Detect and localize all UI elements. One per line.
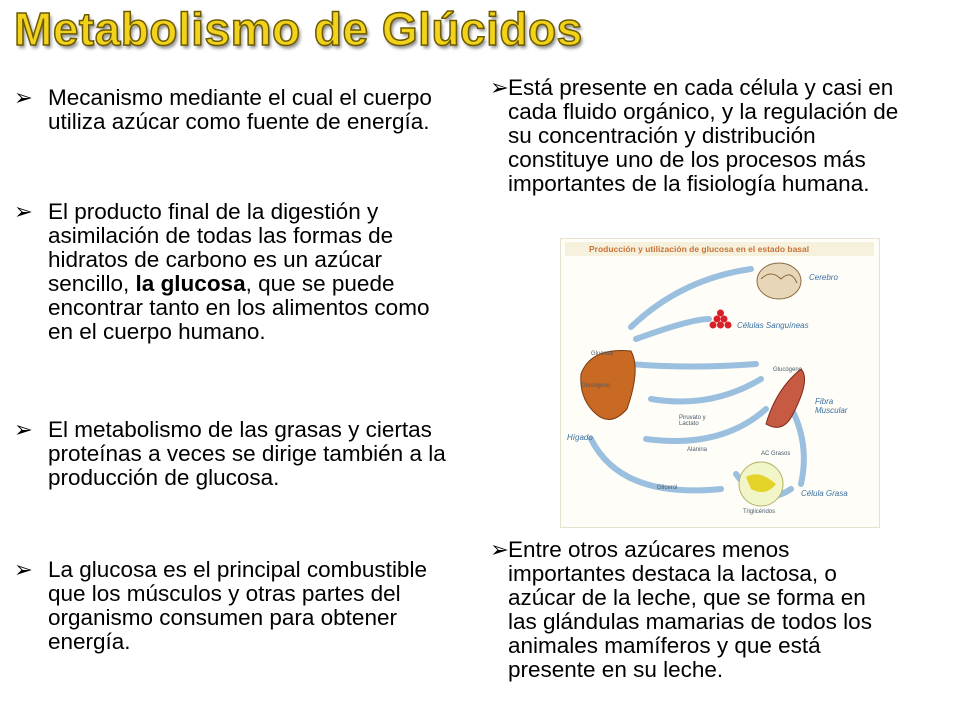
left-bullet-4: ➢ La glucosa es el principal combustible… xyxy=(14,557,427,654)
label-glucogeno-left: Glucógeno xyxy=(581,383,611,389)
right-bullet-2: ➢ Entre otros azúcares menos importantes… xyxy=(490,537,872,682)
label-fibra: Fibra Muscular xyxy=(815,397,848,415)
diagram-title: Producción y utilización de glucosa en e… xyxy=(565,242,874,256)
left-bullet-3: ➢ El metabolismo de las grasas y ciertas… xyxy=(14,417,446,490)
label-grasa: Célula Grasa xyxy=(801,489,848,498)
left-bullet-1: ➢ Mecanismo mediante el cual el cuerpo u… xyxy=(14,85,432,134)
label-piruvato: Piruvato y Lactato xyxy=(679,415,706,427)
label-glucosa: Glucosa xyxy=(591,351,614,357)
right-bullet-1: ➢ Está presente en cada célula y casi en… xyxy=(490,75,899,196)
arrow-bullet-icon: ➢ xyxy=(14,199,33,224)
arrow-bullet-icon: ➢ xyxy=(490,75,509,100)
left-bullet-2: ➢ El producto final de la digestión y as… xyxy=(14,199,430,344)
diagram-illustration xyxy=(580,262,807,507)
arrow-bullet-icon: ➢ xyxy=(490,537,509,562)
slide-title: Metabolismo de Glúcidos xyxy=(13,2,583,56)
arrow-bullet-icon: ➢ xyxy=(14,557,33,582)
label-alanina: Alanina xyxy=(687,447,708,453)
label-glicerol: Glicerol xyxy=(657,485,678,491)
label-celulas: Células Sanguíneas xyxy=(737,321,809,330)
label-ac-grasos: AC Grasos xyxy=(761,451,791,457)
arrow-bullet-icon: ➢ xyxy=(14,85,33,110)
label-glucogeno-right: Glucógeno xyxy=(773,367,803,373)
label-higado: Hígado xyxy=(567,433,593,442)
label-trigliceridos: Triglicéridos xyxy=(743,509,776,515)
label-cerebro: Cerebro xyxy=(809,273,838,282)
glucose-diagram: Producción y utilización de glucosa en e… xyxy=(560,238,880,528)
arrow-bullet-icon: ➢ xyxy=(14,417,33,442)
